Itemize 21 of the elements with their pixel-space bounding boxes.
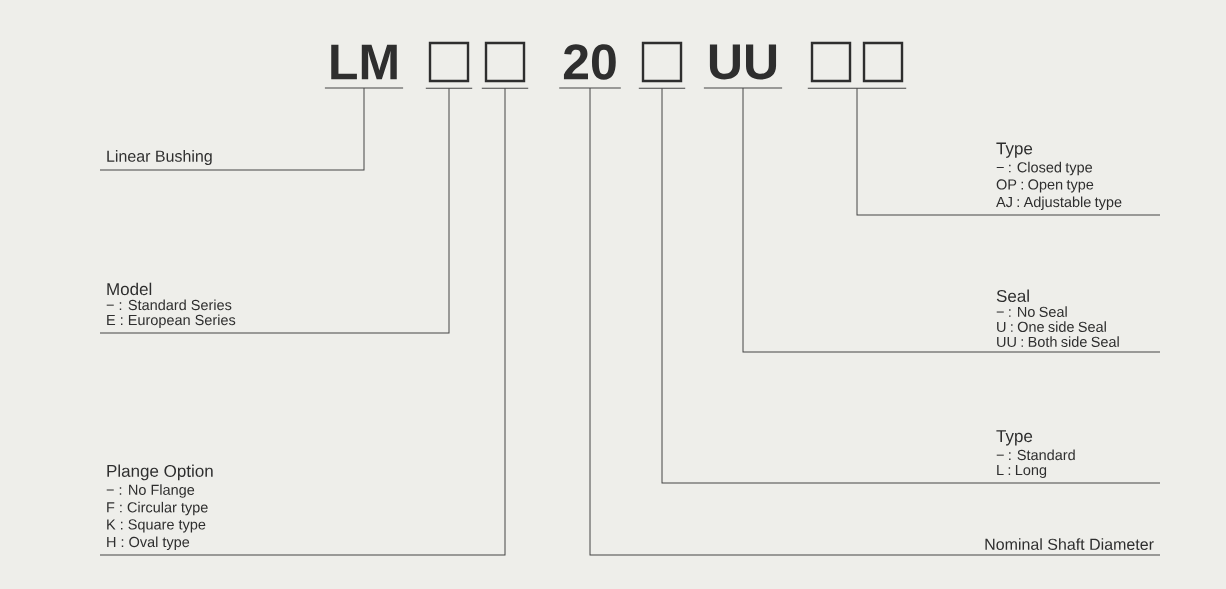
code-letters: 20: [563, 44, 616, 80]
leader-line: [661, 87, 1161, 484]
code-box: [641, 41, 683, 83]
code-box-pair: [810, 41, 904, 83]
code-letters: UU: [709, 44, 777, 80]
leader-line: [99, 87, 506, 556]
leader-line: [99, 87, 365, 171]
legend-entry: Type − : Closed type OP : Open type AJ : Adjustable type: [996, 142, 1122, 210]
legend-entry: Nominal Shaft Diameter: [985, 538, 1154, 550]
leader-line: [742, 87, 1161, 353]
leader-line: [856, 87, 1161, 216]
legend-entry: Plange Option − : No Flange F : Circular type K : Square type H : Oval type: [106, 464, 213, 550]
legend-entry: Type − : Standard L : Long: [996, 430, 1075, 478]
code-box: [484, 41, 526, 83]
leader-line: [99, 87, 450, 334]
code-letters: LM: [331, 44, 397, 80]
legend-entry: Linear Bushing: [107, 150, 212, 165]
legend-entry: Seal − : No Seal U : One side Seal UU : Both side Seal: [996, 289, 1119, 347]
legend-entry: Model − : Standard Series E : European Series: [106, 282, 236, 328]
code-box: [428, 41, 470, 83]
leader-line: [589, 87, 1161, 556]
